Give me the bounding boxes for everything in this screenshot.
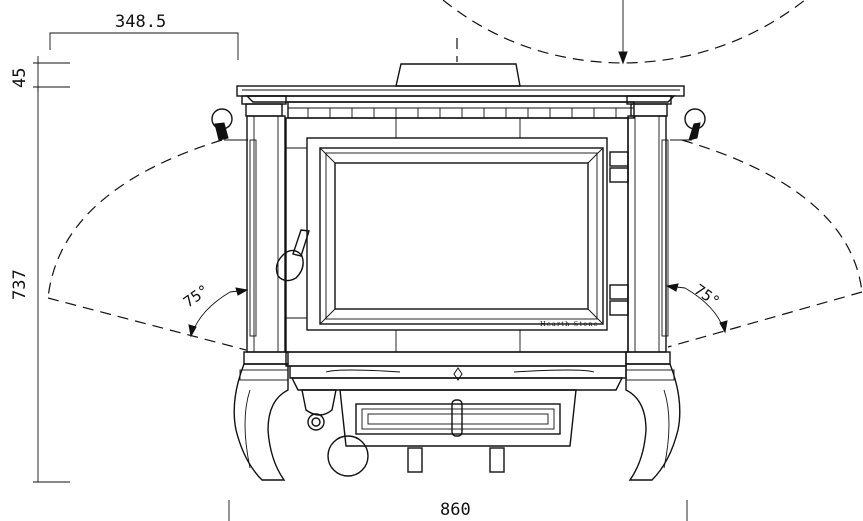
ash-drawer bbox=[339, 389, 577, 447]
air-control bbox=[301, 389, 369, 477]
stove-top bbox=[236, 63, 685, 119]
side-panels bbox=[249, 139, 669, 337]
rear-feet bbox=[407, 447, 505, 473]
dimension-top-offset-label: 348.5 bbox=[115, 12, 166, 32]
left-door-swing: 75° bbox=[47, 139, 249, 351]
dimension-top-gap-label: 45 bbox=[10, 68, 30, 88]
dimension-height: 737 bbox=[10, 87, 70, 483]
right-knob bbox=[670, 108, 706, 141]
left-knob bbox=[211, 108, 248, 141]
left-leg bbox=[233, 363, 289, 481]
right-angle-label: 75° bbox=[691, 281, 724, 311]
dimension-width: 860 bbox=[228, 500, 688, 521]
right-door-swing: 75° bbox=[665, 139, 863, 348]
door-brand-label: Hearth Stone bbox=[540, 320, 599, 328]
dimension-top-gap: 45 bbox=[10, 56, 70, 92]
right-column bbox=[625, 95, 672, 365]
dimension-width-label: 860 bbox=[440, 500, 471, 520]
right-leg bbox=[625, 363, 681, 481]
left-angle-label: 75° bbox=[180, 281, 213, 311]
stove-base bbox=[285, 351, 627, 391]
top-swing-arc bbox=[442, 0, 806, 65]
stove-door: Hearth Stone bbox=[306, 137, 608, 331]
dimension-top-offset: 348.5 bbox=[49, 12, 239, 60]
door-handle bbox=[275, 229, 310, 282]
dimension-height-label: 737 bbox=[10, 269, 30, 300]
door-hinges bbox=[609, 151, 629, 316]
left-column bbox=[241, 95, 289, 365]
